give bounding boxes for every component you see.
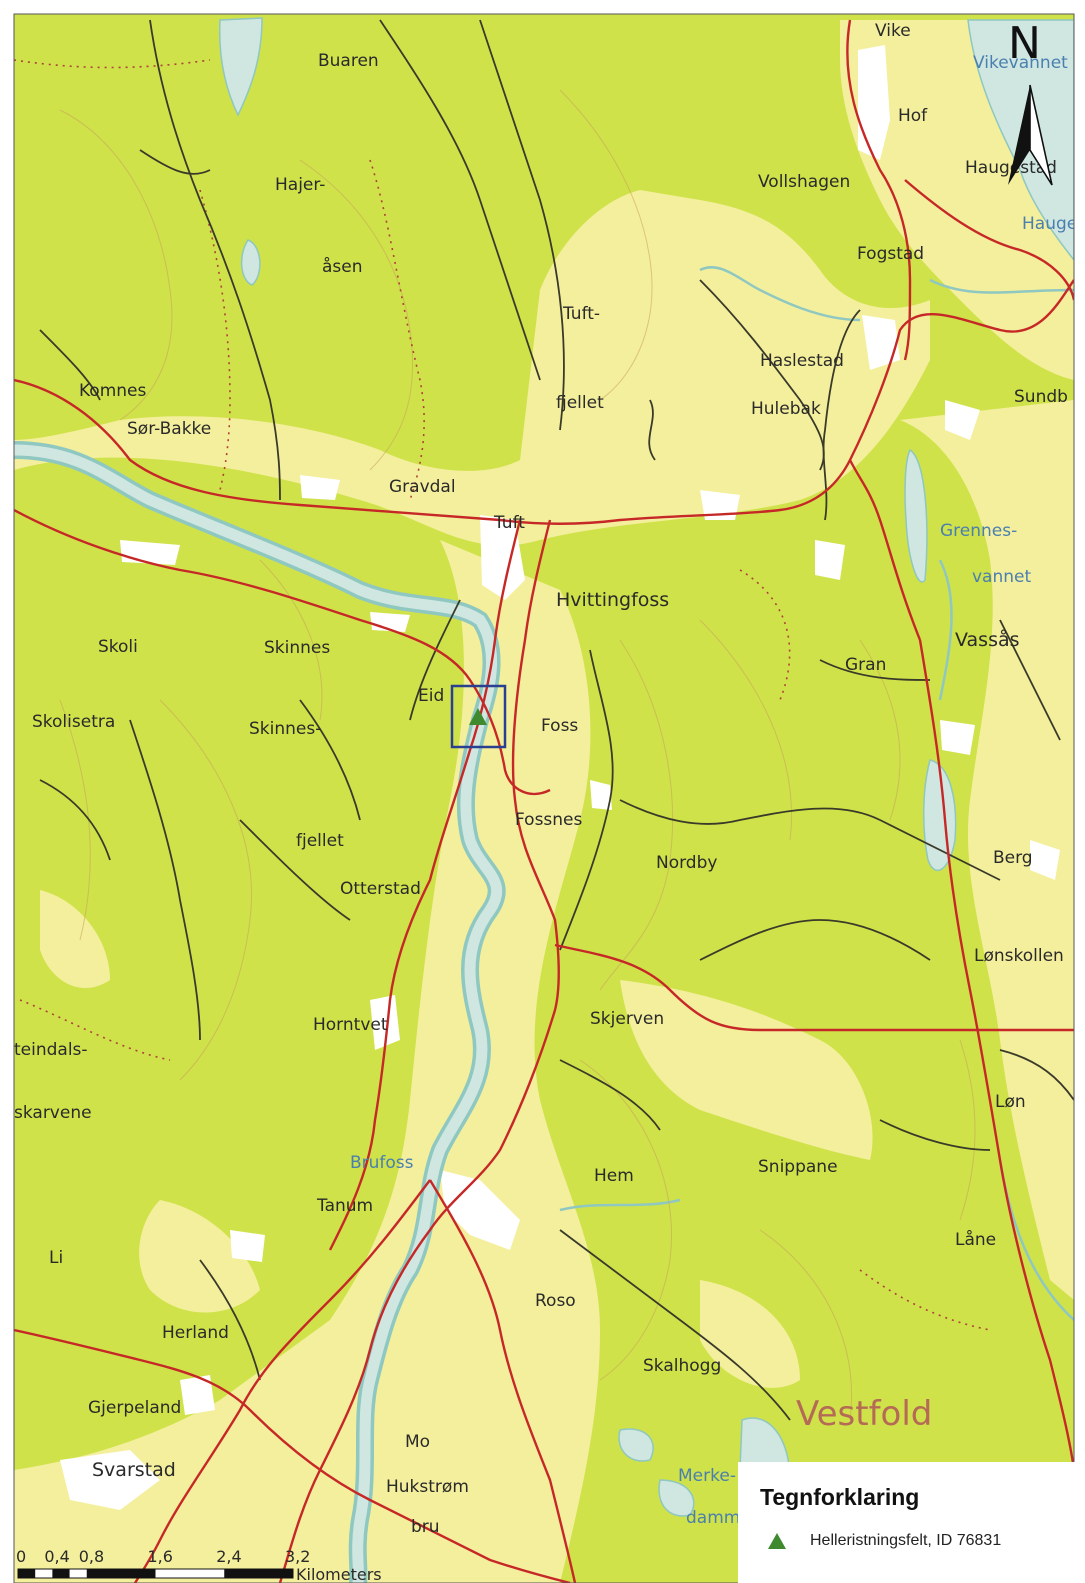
place-label: Tuft xyxy=(493,513,525,533)
scale-tick-label: 0,4 xyxy=(44,1547,69,1566)
place-label: Foss xyxy=(541,716,578,736)
scale-tick-label: 0 xyxy=(16,1547,26,1566)
place-label: Li xyxy=(49,1248,63,1268)
place-label: åsen xyxy=(322,256,363,277)
scale-segment xyxy=(18,1569,36,1578)
place-label: Komnes xyxy=(79,381,146,401)
place-label: vannet xyxy=(972,567,1031,587)
north-arrow xyxy=(1008,84,1053,186)
map-frame xyxy=(13,13,1075,1583)
scale-tick-label: 3,2 xyxy=(285,1547,310,1566)
place-label: Sundb xyxy=(1014,387,1068,407)
scale-segment xyxy=(52,1569,70,1578)
place-label: Snippane xyxy=(758,1157,838,1177)
place-label: Hem xyxy=(594,1166,634,1186)
legend-title: Tegnforklaring xyxy=(760,1484,920,1510)
place-label: Hauge xyxy=(1022,214,1077,234)
place-label: Vassås xyxy=(955,628,1020,651)
scale-tick-label: 1,6 xyxy=(148,1547,173,1566)
place-label: Låne xyxy=(955,1229,996,1250)
place-label: fjellet xyxy=(296,831,344,851)
scale-tick-label: 0,8 xyxy=(79,1547,104,1566)
place-label: Mo xyxy=(405,1432,430,1452)
place-label: Buaren xyxy=(318,51,379,71)
place-label: Gravdal xyxy=(389,477,456,497)
place-label: Sør-Bakke xyxy=(127,419,211,439)
place-labels: Vike Vikevannet Buaren Hof Haugestad Hau… xyxy=(14,21,1077,1537)
place-label: Gran xyxy=(845,655,886,675)
place-label: Løn xyxy=(995,1092,1026,1112)
place-label: Berg xyxy=(993,848,1033,868)
scale-tick-label: 2,4 xyxy=(216,1547,241,1566)
north-arrow-icon-outline xyxy=(1029,84,1053,186)
legend: Tegnforklaring Helleristningsfelt, ID 76… xyxy=(738,1462,1085,1583)
place-label: Roso xyxy=(535,1291,576,1311)
place-label: Brufoss xyxy=(350,1153,414,1173)
place-label: Skolisetra xyxy=(32,712,115,732)
place-label: fjellet xyxy=(556,393,604,413)
legend-item-label: Helleristningsfelt, ID 76831 xyxy=(810,1532,1002,1549)
scale-unit-label: Kilometers xyxy=(296,1565,382,1583)
place-label: teindals- xyxy=(14,1040,88,1060)
scale-segment xyxy=(86,1569,156,1578)
scale-bar xyxy=(17,1568,294,1579)
place-label: Skjerven xyxy=(590,1009,664,1029)
place-label: Herland xyxy=(162,1323,229,1343)
site-highlight-box xyxy=(450,684,507,749)
place-label: bru xyxy=(411,1517,440,1537)
place-label: Hukstrøm xyxy=(386,1477,469,1497)
major-roads xyxy=(14,19,1074,1583)
place-label: Skinnes xyxy=(264,638,330,658)
place-label: Gjerpeland xyxy=(88,1398,181,1418)
place-label: Vollshagen xyxy=(758,172,850,192)
place-label: Nordby xyxy=(656,853,717,873)
north-arrow-icon xyxy=(1008,85,1030,185)
place-label: Hulebak xyxy=(751,399,821,419)
region-label: Vestfold xyxy=(796,1394,932,1434)
place-label: Haugestad xyxy=(965,158,1057,178)
contour-lines xyxy=(59,89,976,1421)
place-label: Hajer- xyxy=(275,175,325,195)
built-up-areas xyxy=(60,45,1060,1510)
place-label: Skinnes- xyxy=(249,719,321,739)
place-label: Vikevannet xyxy=(973,53,1068,73)
minor-roads xyxy=(39,19,1074,1421)
scale-tick-labels: 0 0,4 0,8 1,6 2,4 3,2 xyxy=(16,1547,310,1566)
place-label: Tanum xyxy=(316,1196,373,1216)
place-label: Skoli xyxy=(98,637,138,657)
place-label: Fogstad xyxy=(857,244,924,264)
legend-item: Helleristningsfelt, ID 76831 xyxy=(768,1532,1001,1550)
place-label: Merke- xyxy=(678,1466,736,1486)
rock-carving-site-marker[interactable] xyxy=(469,708,487,725)
place-label: Fossnes xyxy=(515,810,583,830)
scale-segment xyxy=(224,1569,293,1578)
place-label: Haslestad xyxy=(760,351,844,371)
place-label: Hvittingfoss xyxy=(556,589,669,611)
north-label: N xyxy=(1008,18,1041,69)
river-fill xyxy=(14,444,503,1583)
place-label: damm xyxy=(686,1508,740,1528)
place-label: skarvene xyxy=(14,1103,92,1123)
place-label: Otterstad xyxy=(340,879,421,899)
place-label: Svarstad xyxy=(92,1459,176,1481)
place-label: Lønskollen xyxy=(974,946,1064,966)
trails xyxy=(14,59,991,1331)
place-label: Hof xyxy=(898,106,928,126)
triangle-icon xyxy=(768,1533,786,1549)
place-label: Vike xyxy=(875,21,911,41)
place-label: Eid xyxy=(418,686,444,706)
place-label: Grennes- xyxy=(940,521,1017,541)
place-label: Skalhogg xyxy=(643,1356,721,1376)
place-label: Horntvet xyxy=(313,1015,388,1035)
place-label: Tuft- xyxy=(562,304,600,324)
